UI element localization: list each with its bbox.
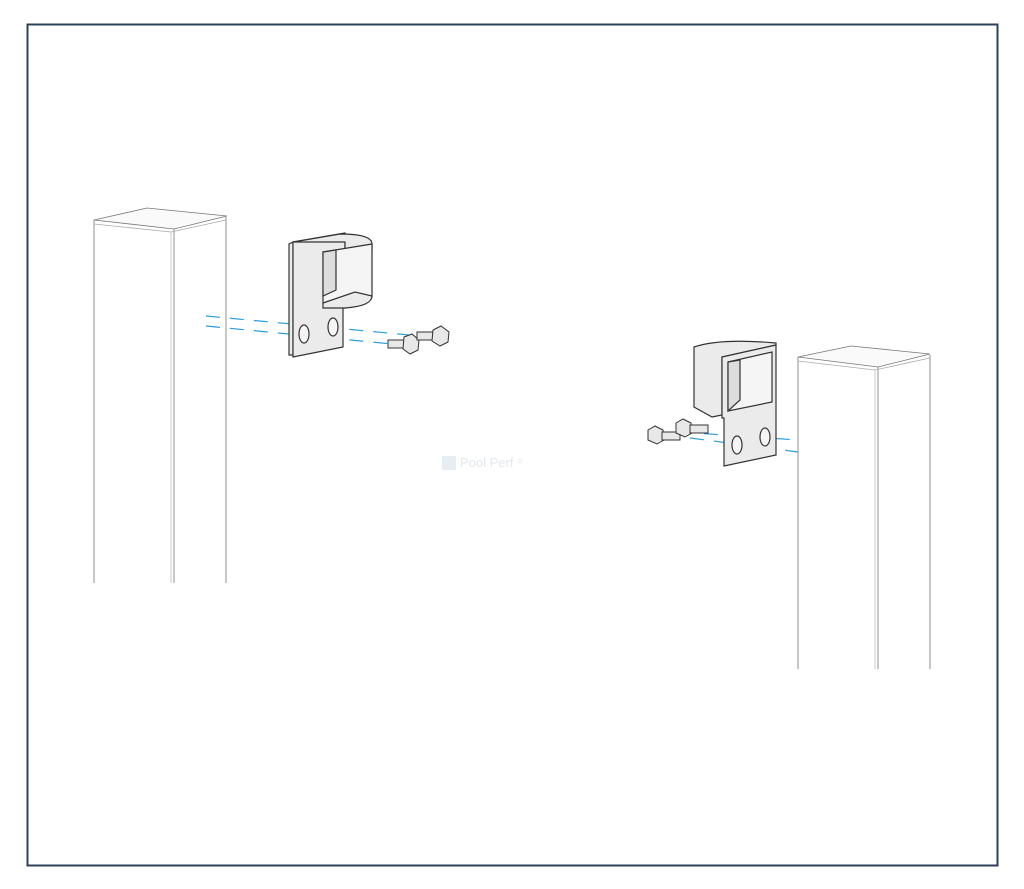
watermark-logo-icon [442, 455, 456, 470]
watermark-text: Pool Perf [460, 455, 514, 470]
registered-mark: ® [517, 459, 523, 466]
left-post [93, 207, 228, 583]
left-bolts [387, 325, 450, 355]
right-post [797, 345, 931, 669]
left-bracket [288, 232, 373, 358]
frame-border [26, 23, 999, 867]
right-bolts [647, 418, 709, 445]
right-bracket [693, 340, 777, 467]
watermark: Pool Perf ® [442, 455, 523, 470]
